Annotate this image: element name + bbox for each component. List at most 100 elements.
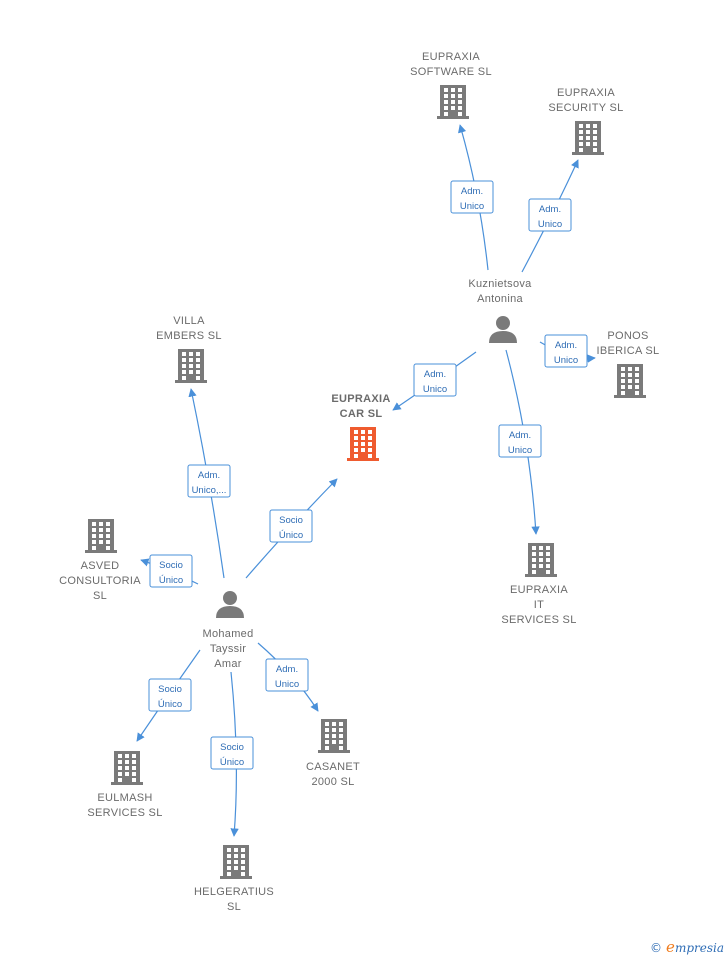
edge-label[interactable]: Adm. Unico [413, 363, 457, 397]
node-label: HELGERATIUS [194, 886, 274, 898]
edge-label-line: Único [158, 699, 182, 710]
node-eupraxia-car[interactable]: EUPRAXIA CAR SL [331, 393, 390, 461]
edge-kuznietsova-to-eupraxia-software: Adm. Unico [450, 124, 494, 271]
node-helgeratius[interactable]: HELGERATIUS SL [194, 845, 274, 913]
copyright-symbol: © [650, 941, 663, 955]
node-label: SERVICES SL [501, 614, 576, 626]
node-label: EUPRAXIA [510, 584, 568, 596]
edge-label-line: Unico,... [192, 485, 227, 496]
building-icon [347, 427, 379, 461]
edge-label-line: Socio [158, 684, 182, 695]
node-label: EMBERS SL [156, 330, 222, 342]
edge-label[interactable]: Adm. Unico [528, 198, 572, 232]
person-icon [489, 316, 517, 343]
building-icon [220, 845, 252, 879]
node-label: Antonina [477, 293, 523, 305]
node-label: VILLA [173, 315, 205, 327]
edge-label-line: Adm. [539, 204, 561, 215]
edge-label[interactable]: Adm. Unico,... [187, 464, 231, 498]
edge-label-line: Unico [275, 679, 299, 690]
node-label: CASANET [306, 761, 360, 773]
edge-label-line: Unico [508, 445, 532, 456]
watermark-initial: e [666, 938, 675, 956]
edge-label-line: Único [220, 757, 244, 768]
edge-label-line: Adm. [555, 340, 577, 351]
edge-label-line: Adm. [198, 470, 220, 481]
building-icon [175, 349, 207, 383]
edge-kuznietsova-to-eupraxia-car: Adm. Unico [392, 351, 477, 411]
node-label: IT [534, 599, 544, 611]
node-label: EUPRAXIA [331, 393, 390, 405]
edge-kuznietsova-to-eupraxia-it: Adm. Unico [498, 349, 542, 535]
node-label: Amar [214, 658, 242, 670]
edge-label[interactable]: Adm. Unico [544, 334, 588, 368]
edge-label-line: Adm. [509, 430, 531, 441]
node-label: Tayssir [210, 643, 246, 655]
edge-label-line: Único [159, 575, 183, 586]
node-label: CONSULTORIA [59, 575, 141, 587]
node-label: EUPRAXIA [422, 51, 480, 63]
watermark-text: mpresia [674, 941, 724, 955]
edge-label-line: Adm. [276, 664, 298, 675]
edge-kuznietsova-to-eupraxia-security: Adm. Unico [521, 159, 579, 273]
node-eupraxia-security[interactable]: EUPRAXIA SECURITY SL [548, 87, 623, 155]
edge-label-line: Unico [554, 355, 578, 366]
edge-label-line: Socio [159, 560, 183, 571]
node-eupraxia-software[interactable]: EUPRAXIA SOFTWARE SL [410, 51, 492, 119]
edge-label-line: Unico [460, 201, 484, 212]
node-asved[interactable]: ASVED CONSULTORIA SL [59, 519, 141, 602]
edge-label[interactable]: Adm. Unico [265, 658, 309, 692]
edge-label[interactable]: Adm. Unico [450, 180, 494, 214]
node-label: Kuznietsova [468, 278, 532, 290]
nodes-layer: EUPRAXIA SOFTWARE SL EUPRAXIA SECURITY SL Ku… [59, 51, 659, 913]
node-label: PONOS [607, 330, 648, 342]
node-label: SOFTWARE SL [410, 66, 492, 78]
edge-label-line: Adm. [461, 186, 483, 197]
edge-label-line: Socio [279, 515, 303, 526]
node-casanet[interactable]: CASANET 2000 SL [306, 719, 360, 788]
building-icon [525, 543, 557, 577]
edge-mohamed-to-villa-embers: Adm. Unico,... [187, 388, 231, 579]
building-icon [614, 364, 646, 398]
building-icon [437, 85, 469, 119]
node-label: SL [93, 590, 107, 602]
building-icon [572, 121, 604, 155]
edge-label-line: Adm. [424, 369, 446, 380]
node-label: SECURITY SL [548, 102, 623, 114]
building-icon [85, 519, 117, 553]
edge-label-line: Unico [423, 384, 447, 395]
edge-label-line: Único [279, 530, 303, 541]
node-label: SL [227, 901, 241, 913]
building-icon [318, 719, 350, 753]
node-eupraxia-it[interactable]: EUPRAXIA IT SERVICES SL [501, 543, 576, 626]
edge-label-line: Socio [220, 742, 244, 753]
node-label: CAR SL [340, 408, 383, 420]
node-label: EUPRAXIA [557, 87, 615, 99]
node-label: ASVED [81, 560, 120, 572]
person-icon [216, 591, 244, 618]
edge-label[interactable]: Adm. Unico [498, 424, 542, 458]
edge-kuznietsova-to-ponos: Adm. Unico [539, 334, 596, 368]
node-eulmash[interactable]: EULMASH SERVICES SL [87, 751, 162, 819]
node-villa-embers[interactable]: VILLA EMBERS SL [156, 315, 222, 383]
edge-mohamed-to-casanet: Adm. Unico [257, 642, 319, 712]
node-label: 2000 SL [311, 776, 354, 788]
node-label: SERVICES SL [87, 807, 162, 819]
node-label: EULMASH [97, 792, 152, 804]
empresia-watermark: ©empresia [650, 938, 724, 956]
node-label: Mohamed [202, 628, 253, 640]
edge-label-line: Unico [538, 219, 562, 230]
